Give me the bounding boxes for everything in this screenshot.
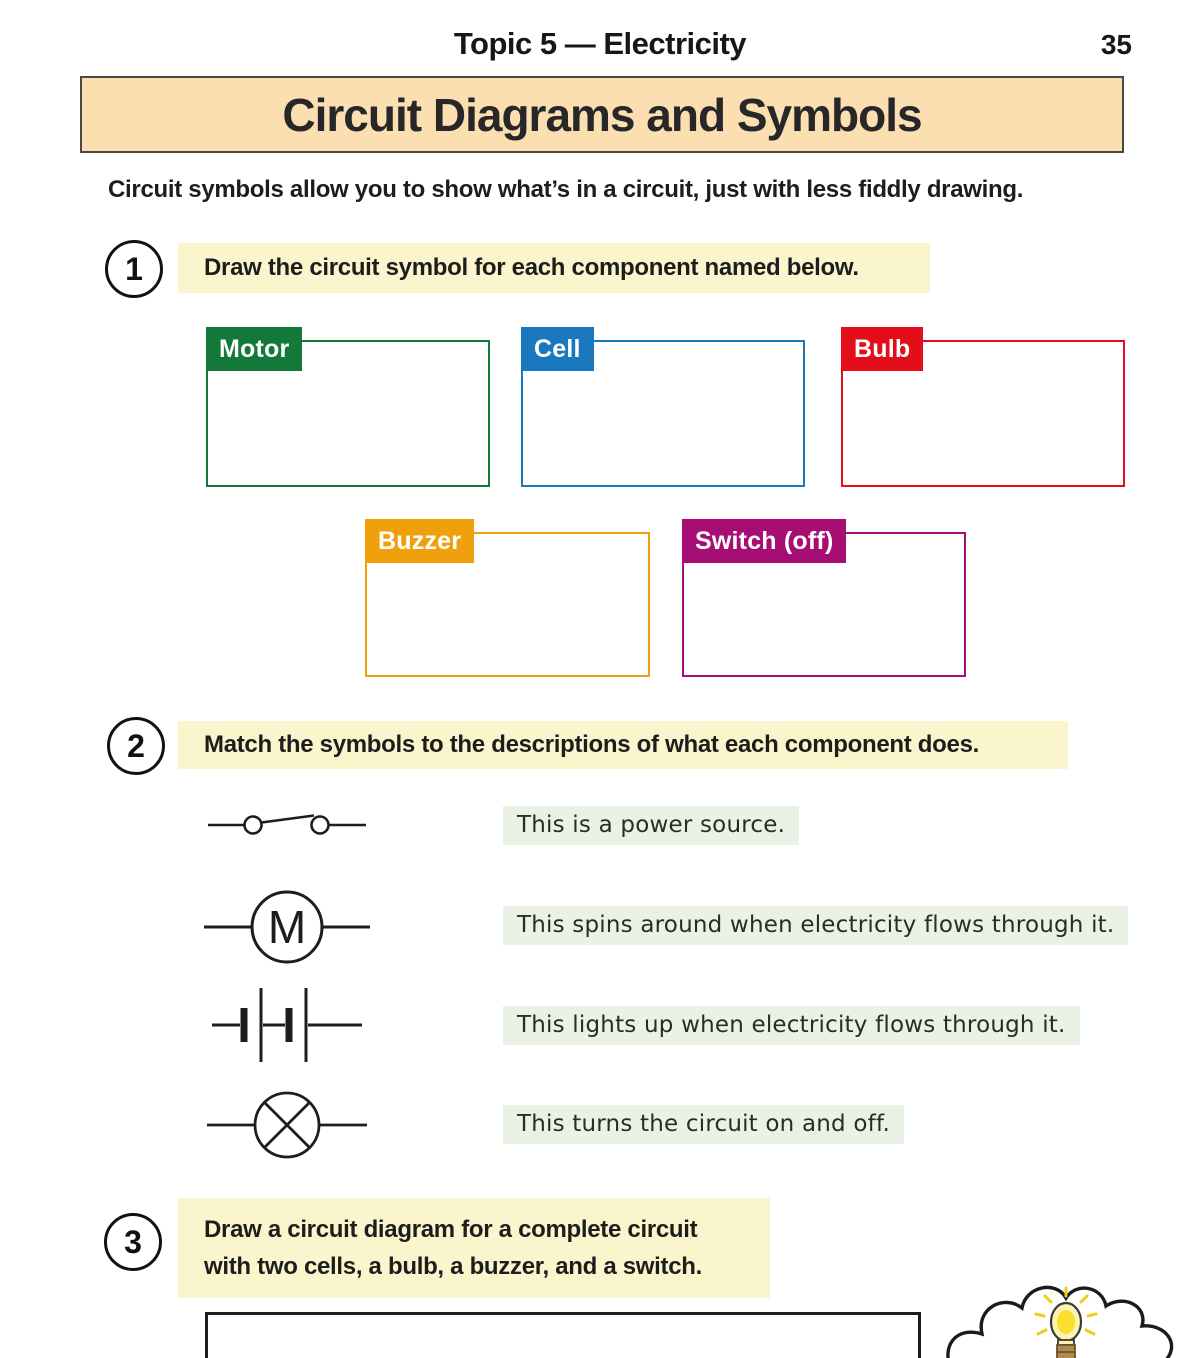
cloud-lightbulb-illustration [938, 1280, 1196, 1358]
component-box-bulb[interactable]: Bulb [841, 327, 1125, 487]
open-switch-symbol[interactable] [204, 805, 370, 845]
page-title: Circuit Diagrams and Symbols [282, 88, 922, 141]
intro-text: Circuit symbols allow you to show what’s… [108, 176, 1024, 203]
question-2-number: 2 [127, 727, 145, 764]
question-3-number: 3 [124, 1223, 142, 1260]
lightbulb-icon [1034, 1286, 1098, 1358]
component-label-motor: Motor [206, 327, 303, 371]
question-1-number: 1 [125, 250, 143, 287]
thought-cloud-icon [946, 1285, 1174, 1358]
question-3-number-badge: 3 [104, 1213, 162, 1271]
component-box-switch-off[interactable]: Switch (off) [682, 519, 966, 677]
circuit-drawing-area[interactable] [205, 1312, 921, 1358]
component-box-buzzer[interactable]: Buzzer [365, 519, 650, 677]
motor-icon: M [204, 890, 370, 964]
bulb-symbol[interactable] [204, 1089, 370, 1161]
question-1-number-badge: 1 [105, 240, 163, 298]
title-banner: Circuit Diagrams and Symbols [80, 76, 1124, 153]
question-2-prompt: Match the symbols to the descriptions of… [178, 721, 1068, 769]
description-turns-on-off[interactable]: This turns the circuit on and off. [503, 1105, 905, 1144]
question-2-number-badge: 2 [107, 717, 165, 775]
component-box-motor[interactable]: Motor [206, 327, 490, 487]
component-label-switch-off: Switch (off) [682, 519, 847, 563]
component-label-cell: Cell [521, 327, 594, 371]
description-lights-up[interactable]: This lights up when electricity flows th… [503, 1006, 1080, 1045]
question-3-prompt: Draw a circuit diagram for a complete ci… [178, 1198, 770, 1298]
component-label-bulb: Bulb [841, 327, 924, 371]
component-box-cell[interactable]: Cell [521, 327, 805, 487]
two-cell-battery-icon [212, 988, 362, 1062]
topic-header: Topic 5 — Electricity [453, 26, 747, 61]
page-number: 35 [1100, 29, 1132, 60]
bulb-icon [207, 1091, 367, 1159]
question-3-prompt-line2: with two cells, a bulb, a buzzer, and a … [204, 1253, 702, 1280]
component-label-buzzer: Buzzer [365, 519, 475, 563]
question-3-prompt-line1: Draw a circuit diagram for a complete ci… [204, 1216, 698, 1243]
description-spins-around[interactable]: This spins around when electricity flows… [503, 906, 1129, 945]
question-1-prompt: Draw the circuit symbol for each compone… [178, 243, 930, 293]
open-switch-icon [208, 814, 366, 835]
motor-symbol[interactable]: M [204, 889, 370, 965]
two-cell-battery-symbol[interactable] [204, 983, 370, 1067]
description-power-source[interactable]: This is a power source. [503, 806, 800, 845]
motor-letter: M [268, 901, 306, 953]
